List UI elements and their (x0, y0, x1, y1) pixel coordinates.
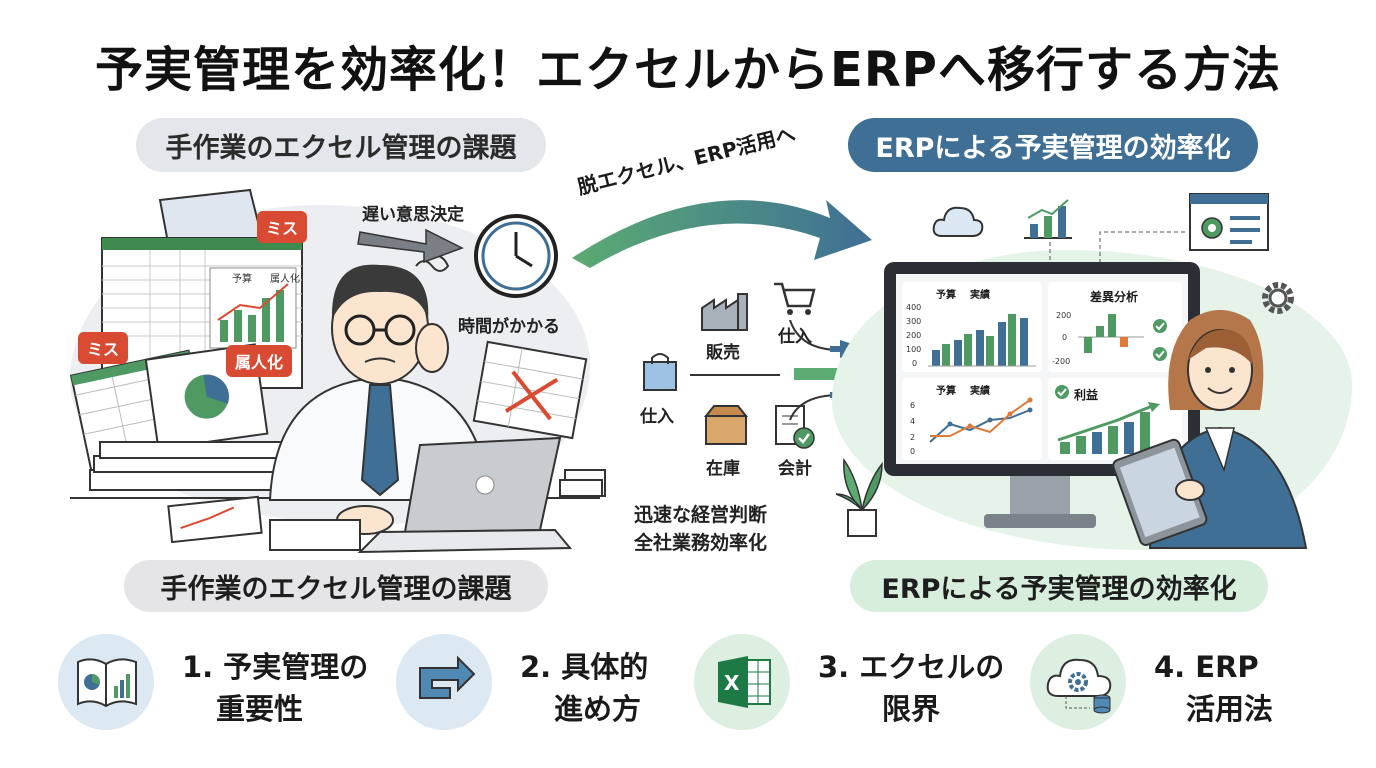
dashboard-line-panel (902, 378, 1042, 460)
profit-check-icon (1055, 385, 1069, 399)
cloud-gear-database-icon (1046, 658, 1112, 714)
factory-icon (701, 293, 748, 331)
feature-4-line1: 4. ERP (1154, 650, 1259, 684)
monitor-stand (1010, 476, 1070, 516)
sheet-legend-budget: 予算 (232, 274, 252, 285)
line-legend-actual: 実績 (970, 386, 990, 397)
process-arrow-icon (419, 655, 476, 699)
benefit-company-efficiency: 全社業務効率化 (634, 532, 768, 554)
growth-chart-icon (1024, 199, 1072, 239)
purchase-left-label: 仕入 (640, 407, 674, 427)
cart-icon (774, 282, 816, 315)
feature-2-line1: 2. 具体的 (520, 650, 649, 684)
inventory-box-icon (704, 405, 748, 445)
feature-4-label: 4. ERP 活用法 (1154, 646, 1273, 730)
accounting-label: 会計 (778, 459, 812, 479)
feature-2-circle (396, 634, 492, 730)
feature-3-line1: 3. エクセルの (818, 650, 1005, 684)
feature-2-label: 2. 具体的 進め方 (520, 646, 648, 730)
cloud-icon (932, 206, 984, 237)
page-title: 予実管理を効率化！エクセルからERPへ移行する方法 (95, 42, 1281, 98)
line-tick-4: 4 (910, 417, 915, 426)
bottom-right-label: ERPによる予実管理の効率化 (850, 560, 1268, 612)
purchase-top-label: 仕入 (778, 327, 812, 347)
bottom-left-label: 手作業のエクセル管理の課題 (124, 560, 548, 612)
line-legend-budget: 予算 (936, 386, 956, 397)
error-tag-left: ミス (78, 332, 129, 364)
open-book-chart-icon (77, 658, 137, 708)
feature-3-label: 3. エクセルの 限界 (818, 646, 1004, 730)
transition-arrow-icon (572, 200, 872, 268)
shopping-bag-icon (643, 353, 677, 391)
feature-4-line2: 活用法 (1186, 692, 1274, 726)
variance-title: 差異分析 (1090, 290, 1139, 304)
bar-tick-400: 400 (906, 303, 921, 312)
variance-tick-neg200: -200 (1052, 357, 1070, 366)
feature-1-line1: 1. 予実管理の (182, 650, 369, 684)
bar-legend-actual: 実績 (970, 290, 990, 301)
accounting-doc-icon (775, 405, 815, 449)
plant-icon (835, 457, 883, 537)
bar-tick-100: 100 (906, 345, 921, 354)
error-tag-top: ミス (257, 211, 308, 243)
personalization-tag: 属人化 (226, 345, 293, 377)
bar-tick-0: 0 (912, 359, 917, 368)
variance-chart: 200 0 -200 (1052, 311, 1167, 366)
gear-icon (1262, 282, 1294, 314)
bar-tick-300: 300 (906, 317, 921, 326)
settings-window-icon (1189, 193, 1269, 251)
feature-2-line2: 進め方 (554, 692, 642, 726)
svg-text:X: X (724, 671, 740, 695)
line-tick-6: 6 (910, 401, 915, 410)
clock-icon (474, 214, 558, 298)
sales-label: 販売 (706, 343, 740, 363)
line-tick-0: 0 (910, 447, 915, 456)
monitor-base (984, 514, 1096, 528)
bar-legend-budget: 予算 (936, 290, 956, 301)
feature-3-line2: 限界 (882, 692, 941, 726)
variance-tick-200: 200 (1056, 311, 1071, 320)
feature-1-line2: 重要性 (216, 692, 304, 726)
benefit-quick-decision: 迅速な経営判断 (634, 504, 768, 526)
businesswoman-illustration (1112, 310, 1308, 549)
slow-decision-label: 遅い意思決定 (362, 205, 464, 225)
line-tick-2: 2 (910, 433, 915, 442)
takes-time-label: 時間がかかる (458, 317, 560, 337)
line-chart: 6 4 2 0 (910, 397, 1033, 456)
right-heading: ERPによる予実管理の効率化 (848, 118, 1258, 172)
feature-1-label: 1. 予実管理の 重要性 (182, 646, 368, 730)
bar-tick-200: 200 (906, 331, 921, 340)
inventory-label: 在庫 (706, 459, 740, 479)
slow-decision-arrow-icon (357, 228, 464, 264)
sheet-legend-personal: 属人化 (270, 274, 300, 285)
excel-icon: X (718, 656, 771, 708)
left-heading: 手作業のエクセル管理の課題 (136, 118, 546, 172)
variance-tick-0: 0 (1062, 333, 1067, 342)
profit-title: 利益 (1074, 388, 1099, 402)
bar-chart: 400 300 200 100 0 (906, 303, 1036, 368)
profit-chart (1057, 402, 1160, 454)
manual-excel-scene-illustration (69, 188, 606, 554)
